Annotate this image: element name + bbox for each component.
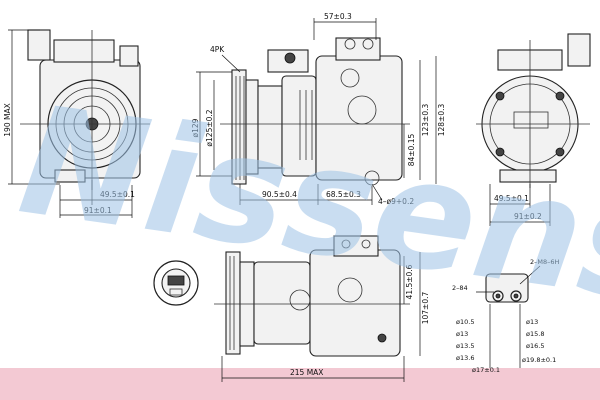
belt-label: 4PK bbox=[210, 45, 225, 54]
bottom-685-label: 68.5±0.3 bbox=[326, 190, 361, 199]
rear-dimensions: 49.5±0.1 91±0.2 bbox=[489, 184, 551, 226]
pulley-129-label: ø129 bbox=[191, 118, 200, 137]
d165-label: ø16.5 bbox=[526, 342, 544, 350]
front-dimensions: 190 MAX 49.5±0.1 91±0.1 bbox=[3, 29, 135, 218]
front-width2-label: 91±0.1 bbox=[84, 206, 112, 215]
port-84-label: 2–84 bbox=[452, 284, 468, 292]
h-123-label: 123±0.3 bbox=[421, 104, 430, 137]
rear-width1-label: 49.5±0.1 bbox=[494, 194, 529, 203]
total-length-label: 215 MAX bbox=[290, 368, 323, 377]
port-detail: 2–M8–6H 2–84 ø10.5 ø13 ø13.5 ø13.6 ø17±0… bbox=[452, 258, 560, 374]
d135-label: ø13.5 bbox=[456, 342, 474, 350]
mount-84-label: 84±0.15 bbox=[407, 134, 416, 167]
bottom-905-label: 90.5±0.4 bbox=[262, 190, 297, 199]
lower-side-view bbox=[214, 235, 410, 357]
side-107-label: 107±0.7 bbox=[421, 292, 430, 325]
front-view bbox=[20, 29, 150, 190]
d158-label: ø15.8 bbox=[526, 330, 544, 338]
connector-detail bbox=[153, 260, 199, 306]
d105-label: ø10.5 bbox=[456, 318, 474, 326]
pulley-125-label: ø125±0.2 bbox=[205, 109, 214, 146]
bottom-band bbox=[0, 368, 600, 400]
d17-label: ø17±0.1 bbox=[472, 366, 500, 374]
d13b-label: ø13 bbox=[526, 318, 538, 326]
h-128-label: 128±0.3 bbox=[437, 104, 446, 137]
top-57-label: 57±0.3 bbox=[324, 12, 352, 21]
front-width1-label: 49.5±0.1 bbox=[100, 190, 135, 199]
thread-m8-label: 2–M8–6H bbox=[530, 258, 560, 266]
holes-label: 4–ø9+0.2 bbox=[378, 197, 414, 206]
d136-label: ø13.6 bbox=[456, 354, 474, 362]
d13a-label: ø13 bbox=[456, 330, 468, 338]
front-height-label: 190 MAX bbox=[3, 103, 12, 136]
rear-view bbox=[476, 33, 591, 188]
d198-label: ø19.8±0.1 bbox=[522, 356, 556, 364]
side-415-label: 41.5±0.6 bbox=[405, 264, 414, 299]
side-dimensions: 4PK ø129 ø125±0.2 57±0.3 84±0.15 123±0.3… bbox=[191, 12, 446, 206]
lower-dimensions: 41.5±0.6 107±0.7 215 MAX bbox=[221, 252, 430, 382]
side-view bbox=[220, 37, 410, 186]
rear-width2-label: 91±0.2 bbox=[514, 212, 542, 221]
